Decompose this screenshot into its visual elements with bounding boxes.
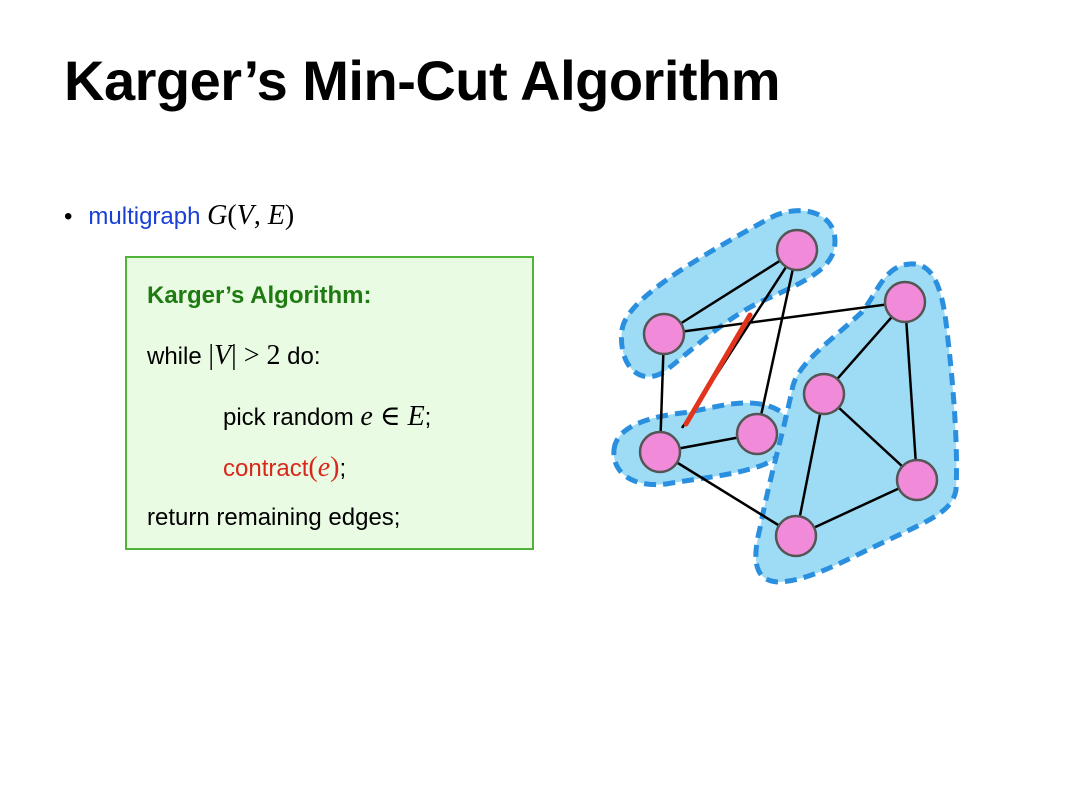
math-e: e xyxy=(360,401,373,432)
vertex xyxy=(895,458,939,502)
vertex xyxy=(638,430,682,474)
edge xyxy=(794,393,826,537)
math-e: E xyxy=(267,200,285,231)
graph-notation: G(V, E) xyxy=(207,200,294,231)
while-condition: |V| > 2 xyxy=(208,340,280,371)
vertex xyxy=(883,280,927,324)
do-keyword: do: xyxy=(280,343,321,370)
edge xyxy=(659,450,797,538)
bullet-text: multigraph xyxy=(88,203,201,230)
algorithm-line-pick: pick random e ∈ E; xyxy=(223,399,431,433)
edge xyxy=(663,248,798,336)
edge xyxy=(903,301,919,481)
math-comma: , xyxy=(253,200,268,231)
edge xyxy=(663,300,906,336)
bullet-marker: • xyxy=(64,203,73,230)
math-v: V xyxy=(236,200,254,231)
contracted-edge xyxy=(683,312,753,427)
greater-than-two: > 2 xyxy=(236,340,281,371)
algorithm-heading: Karger’s Algorithm: xyxy=(147,282,372,309)
vertex xyxy=(774,514,818,558)
pick-expression: e ∈ E xyxy=(360,401,424,432)
semicolon: ; xyxy=(424,404,432,431)
vertex xyxy=(735,412,779,456)
element-of-symbol: ∈ xyxy=(372,401,408,432)
edge xyxy=(795,478,918,538)
algorithm-box: Karger’s Algorithm: while |V| > 2 do: pi… xyxy=(125,256,534,550)
contract-keyword: contract xyxy=(223,455,309,482)
open-paren: ( xyxy=(308,452,318,483)
pick-random-text: pick random xyxy=(223,404,361,431)
close-paren: ) xyxy=(330,452,340,483)
while-keyword: while xyxy=(147,343,209,370)
multigraph-diagram xyxy=(611,208,960,585)
slide-title: Karger’s Min-Cut Algorithm xyxy=(64,49,781,112)
semicolon: ; xyxy=(339,455,347,482)
vertex xyxy=(802,372,846,416)
edge xyxy=(755,249,799,435)
abs-bar-right: | xyxy=(231,340,237,371)
vertex xyxy=(775,228,819,272)
abs-bar-left: | xyxy=(208,340,214,371)
contract-arg: (e) xyxy=(308,452,339,483)
vertex xyxy=(642,312,686,356)
algorithm-line-return: return remaining edges; xyxy=(147,504,401,531)
math-open-paren: ( xyxy=(227,200,237,231)
math-e: e xyxy=(317,452,331,483)
math-v: V xyxy=(213,340,232,371)
algorithm-line-while: while |V| > 2 do: xyxy=(147,340,321,372)
bullet-item: • multigraph G(V, E) xyxy=(64,200,294,232)
math-E: E xyxy=(407,401,425,432)
algorithm-line-contract: contract(e); xyxy=(223,452,346,484)
math-close-paren: ) xyxy=(284,200,295,231)
math-g: G xyxy=(207,200,228,231)
